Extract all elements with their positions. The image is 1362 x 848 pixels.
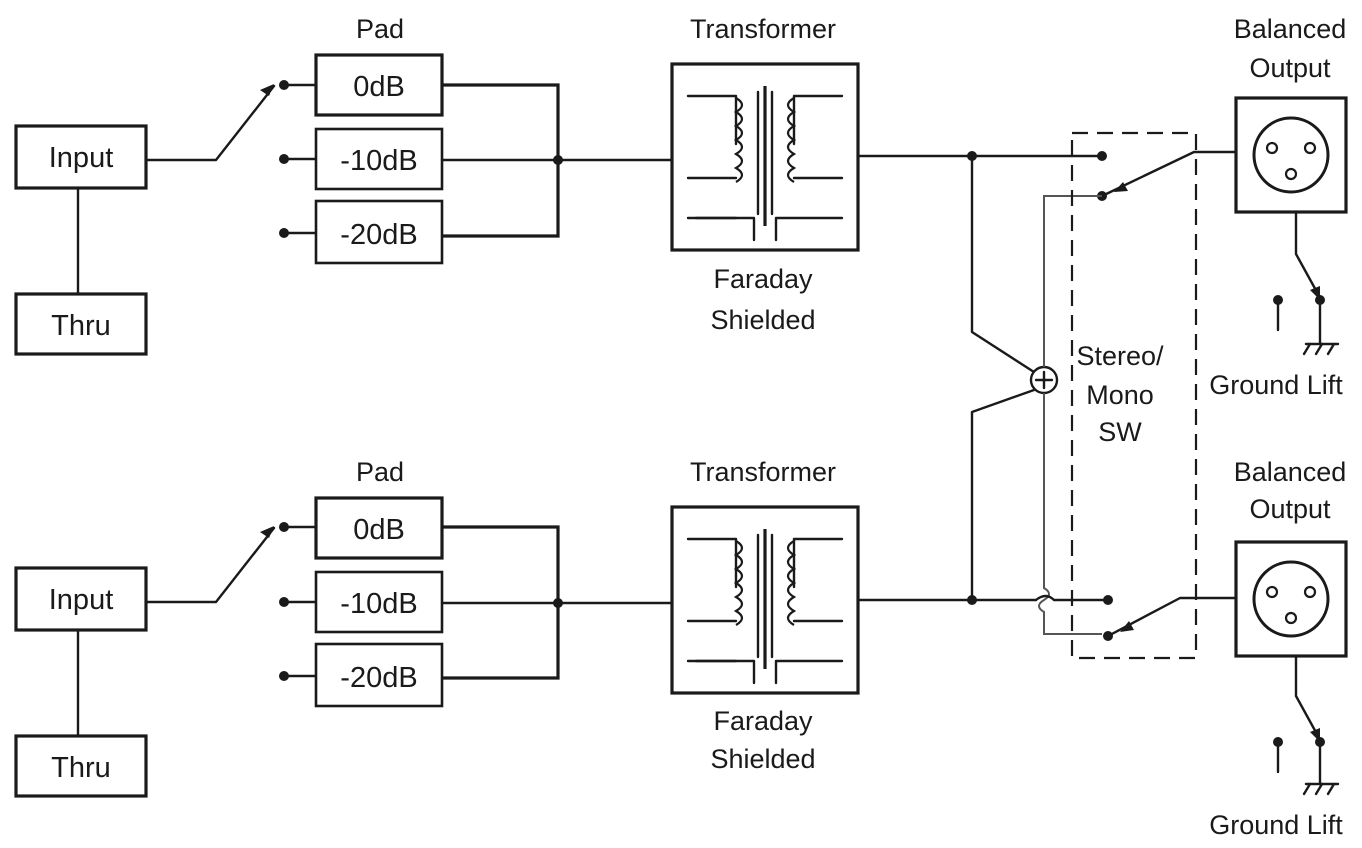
thru-label-2: Thru (51, 752, 111, 784)
transformer-note-2a: Faraday (713, 706, 813, 736)
ground-icon-1 (1302, 342, 1340, 356)
pad-0db-label-1: 0dB (353, 71, 405, 103)
pad-minus20db-2 (314, 642, 444, 708)
stereo-mono-switch-area: Stereo/ Mono SW (970, 131, 1198, 660)
pad-options-2: 0dB -10dB -20dB (279, 496, 444, 708)
pad-0db-label-2: 0dB (353, 514, 405, 546)
channel-1: Input Thru Pad 0dB -10dB -20dB Transf (14, 14, 1348, 400)
transformer-note-1b: Shielded (710, 305, 815, 335)
transformer-note-1a: Faraday (713, 264, 813, 294)
input-label-2: Input (49, 584, 114, 616)
input-box-1 (14, 124, 148, 190)
pad-title-1: Pad (356, 14, 404, 44)
stereo-mono-label-2: Mono (1086, 380, 1154, 410)
pad-minus10db-2 (314, 570, 444, 634)
ground-icon-2 (1302, 782, 1340, 796)
transformer-symbol-2 (670, 505, 860, 695)
output-title-1b: Output (1249, 53, 1331, 83)
input-box-2 (14, 566, 148, 632)
thru-box-1 (14, 292, 148, 356)
xlr-connector-icon-1 (1234, 96, 1348, 214)
selector-arrow-1 (260, 84, 274, 96)
pad-minus10db-label-1: -10dB (340, 145, 417, 177)
output-title-1a: Balanced (1234, 14, 1347, 44)
pad-0db-2 (314, 496, 444, 560)
ground-lift-label-2: Ground Lift (1209, 810, 1343, 840)
pad-minus20db-1 (314, 199, 444, 265)
selector-arrow-2 (260, 526, 274, 538)
thru-box-2 (14, 734, 148, 798)
transformer-title-2: Transformer (690, 457, 836, 487)
stereo-mono-switch-outline (1070, 131, 1198, 660)
ground-lift-label-1: Ground Lift (1209, 370, 1343, 400)
stereo-mono-label-1: Stereo/ (1076, 341, 1164, 371)
transformer-note-2b: Shielded (710, 744, 815, 774)
pad-0db-1 (314, 53, 444, 117)
output-title-2b: Output (1249, 494, 1331, 524)
pad-title-2: Pad (356, 457, 404, 487)
pad-minus20db-label-2: -20dB (340, 662, 417, 694)
stereo-mono-label-3: SW (1098, 417, 1142, 447)
channel-2: Input Thru Pad 0dB -10dB -20dB Transform… (14, 457, 1348, 840)
transformer-title-1: Transformer (690, 14, 836, 44)
pad-options-1: 0dB -10dB -20dB (279, 53, 444, 265)
output-title-2a: Balanced (1234, 457, 1347, 487)
input-label-1: Input (49, 142, 114, 174)
transformer-symbol-1 (670, 62, 860, 252)
thru-label-1: Thru (51, 310, 111, 342)
pad-minus10db-label-2: -10dB (340, 588, 417, 620)
xlr-connector-icon-2 (1234, 540, 1348, 658)
pad-minus20db-label-1: -20dB (340, 219, 417, 251)
